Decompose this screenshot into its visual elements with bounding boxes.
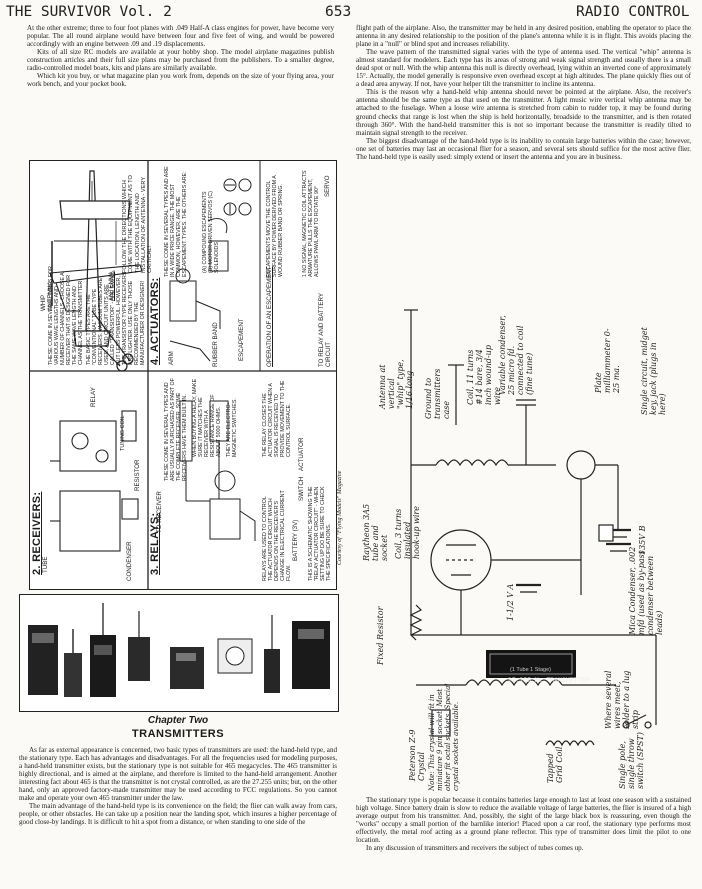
label-single-circuit-jack: Single circuit, midget key, jack (plugs … (640, 327, 667, 415)
escapements-move-text: ESCAPEMENTS MOVE THE CONTROL SURFACE BY … (266, 175, 284, 277)
relays-types-text: THESE COME IN SEVERAL TYPES AND ARE USUA… (164, 378, 188, 481)
label-mica-condenser: Mica Condenser, .002 mfd (used as by-pas… (628, 546, 664, 635)
paragraph: The biggest disadvantage of the hand-hel… (356, 136, 691, 161)
paragraph: At the other extreme; three to four foot… (27, 24, 334, 49)
label-to-relay-battery: TO RELAY AND BATTERY CIRCUIT (318, 293, 332, 367)
running-head-left: THE SURVIVOR Vol. 2 (6, 4, 172, 20)
transmitters-photo (28, 603, 330, 697)
page-number: 653 (325, 4, 352, 20)
nameplate-subtext: (1 Tube 1 Stage) (510, 667, 551, 673)
right-bottom-text: The stationary type is popular because i… (356, 796, 691, 852)
escapement-illustration (169, 178, 252, 362)
receivers-heading: 2. RECEIVERS: (31, 491, 43, 575)
label-fixed-resistor: Fixed Resistor (376, 606, 385, 665)
follow-directions-text: FOLLOW THE DIRECTIONS WHICH COME WITH TH… (122, 175, 154, 273)
label-resistor: RESISTOR (134, 459, 141, 491)
paragraph: Kits of all size RC models are available… (27, 48, 334, 73)
label-battery: BATTERY (3V) (292, 519, 299, 561)
receivers-types-text: THESE COME IN SEVERAL TYPES FOR VARIOUS … (48, 266, 84, 365)
label-crystal-note: Note: This crystal will fit in miniature… (428, 683, 460, 792)
label-ground-case: Ground to transmitters case (424, 368, 451, 419)
rc-equipment-drawing (30, 161, 336, 589)
actuators-types-text: THESE COME IN SEVERAL TYPES AND ARE IN A… (164, 166, 188, 277)
paragraph: The main advantage of the hand-held type… (19, 802, 337, 827)
label-escapement: ESCAPEMENT (238, 318, 245, 361)
chapter-label: Chapter Two (147, 715, 209, 726)
label-coil-11-turns: Coil, 11 turns #14 bare, 3/4 inch wound-… (466, 345, 502, 405)
label-to-receiver: TO RECEIVER (156, 491, 163, 533)
paragraph: In any discussion of transmitters and re… (366, 844, 584, 853)
actuators-heading: 4. ACTUATORS: (149, 277, 161, 365)
left-body-text: As far as external appearance is concern… (19, 746, 337, 826)
figure-credit: Courtesy of "Flying Models" Magazine (337, 470, 343, 565)
label-1-5v: 1-1/2 V A (506, 583, 515, 621)
relay-illustration (179, 400, 256, 541)
left-intro-text: At the other extreme; three to four foot… (27, 24, 334, 88)
relay-closes-text: THE RELAY CLOSES THE ACTUATOR CIRCUIT WH… (262, 380, 292, 457)
label-tuning-coil: TUNING COIL (120, 415, 126, 451)
relays-schematic-text: THIS IS A SCHEMATIC SHOWING THE "RELAY A… (308, 486, 332, 581)
relays-used-text: RELAYS ARE USED TO CONTROL THE ACTUATOR … (262, 490, 292, 581)
schematic-drawing (404, 309, 657, 747)
nameplate-text: 27.255 Mc TRANSMITTER (508, 676, 589, 684)
paragraph: This is the reason why a hand-held whip … (356, 88, 691, 137)
receivers-basic-text: THE BASIC TYPES ARE THE "CONVENTIONAL" T… (86, 269, 146, 365)
label-tube: TUBE (42, 556, 49, 573)
rc-equipment-figure: 2. RECEIVERS: 3. RELAYS: 4. ACTUATORS: T… (29, 160, 337, 590)
airplane-illustration (59, 170, 134, 372)
actuators-list-text: (A) COMPOUND ESCAPEMENTS (B) MOTOR DRIVE… (202, 191, 220, 273)
label-servo: SERVO (324, 175, 331, 197)
paragraph: As far as external appearance is concern… (19, 746, 338, 803)
right-top-text: flight path of the airplane. Also, the t… (356, 24, 691, 161)
label-arm: ARM (168, 351, 175, 365)
label-variable-condenser: Variable condenser, 25 micro fd. connect… (498, 315, 534, 395)
label-relay: RELAY (90, 387, 97, 407)
label-tapped-grid-coil: Tapped Grid Coil (546, 746, 564, 784)
label-whip-antenna: WHIP ANTENNA (40, 281, 54, 311)
no-signal-text: 1 NO SIGNAL, MAGNETIC COIL ATTRACTS ARMA… (302, 170, 320, 277)
paragraph: flight path of the airplane. Also, the t… (356, 24, 691, 49)
airplane-side-illustration (49, 221, 143, 312)
relays-buying-text: WHEN BUYING A RELAY, MAKE SURE IT MATCHE… (192, 378, 222, 457)
label-antenna: ANTENNA (108, 271, 115, 301)
paragraph: Which kit you buy, or what magazine plan… (27, 72, 334, 89)
transmitters-figure (19, 594, 339, 712)
label-spst-switch: Single pole, single throw switch (SPST) (618, 732, 645, 789)
relays-magnetic-text: THEY ARE ELECTRO-MAGNETIC SWITCHES. (226, 398, 238, 457)
transmitter-schematic: Antenna at vertical "whip" type, 1/16 lo… (356, 305, 692, 795)
label-antenna-whip: Antenna at vertical "whip" type, 1/16 lo… (378, 359, 414, 409)
label-operation: OPERATION OF AN ESCAPEMENT (266, 266, 273, 367)
label-switch: SWITCH (298, 476, 305, 501)
label-actuator: ACTUATOR (298, 437, 305, 471)
label-condenser: CONDENSER (126, 541, 133, 581)
running-head-right: RADIO CONTROL (576, 4, 690, 20)
receiver-illustration (50, 410, 139, 552)
label-rubber-band: RUBBER BAND (212, 322, 219, 367)
chapter-title: TRANSMITTERS (131, 728, 225, 740)
paragraph: The wave pattern of the transmitted sign… (356, 48, 691, 89)
label-raytheon-tube: Raytheon 3A5 tube and socket (362, 503, 389, 561)
label-plate-milliammeter: Plate milliammeter 0-25 ma. (594, 328, 621, 393)
paragraph: The stationary type is popular because i… (356, 796, 691, 845)
label-peterson-crystal: Peterson Z-9 Crystal (408, 729, 426, 782)
label-coil-3-turns: Coil, 3 turns insulated hook-up wire (394, 506, 421, 559)
